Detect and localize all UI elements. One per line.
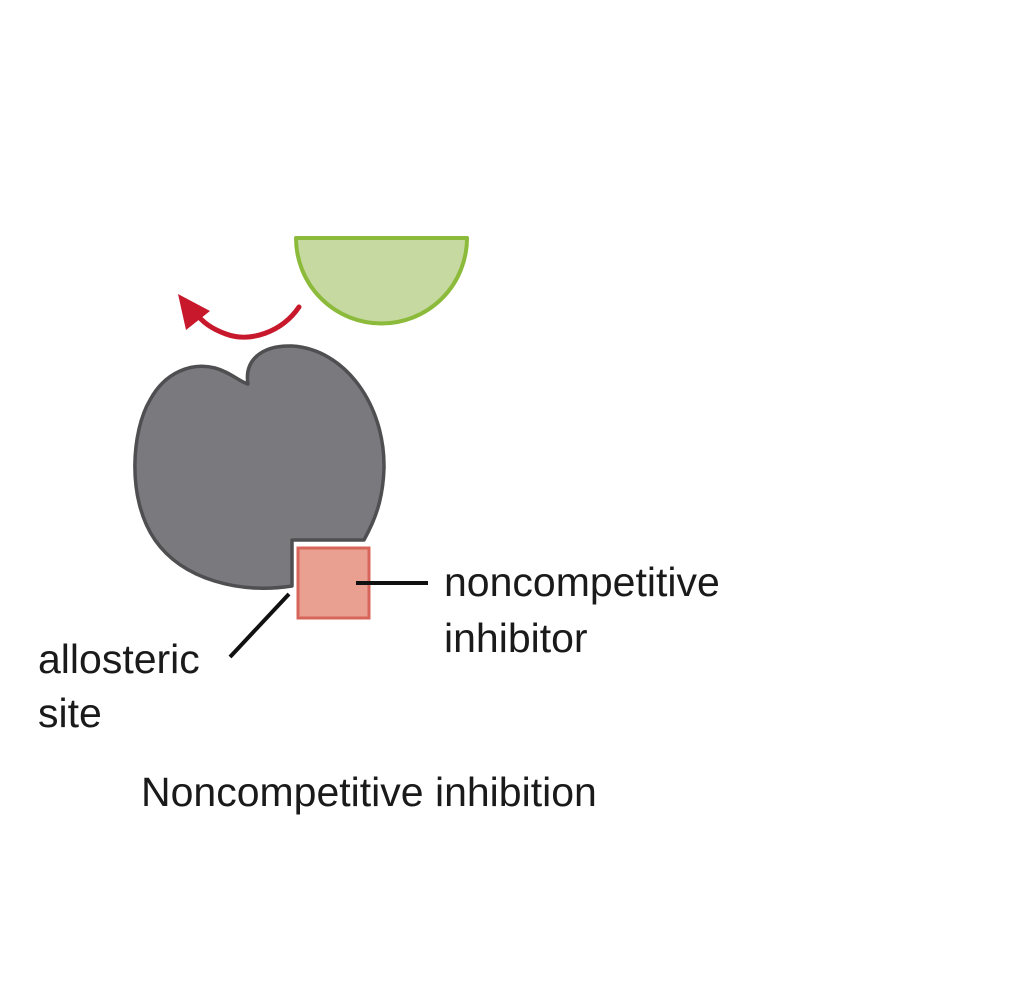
substrate-half-disc-icon bbox=[294, 236, 469, 326]
allosteric-site-label-line2: site bbox=[38, 690, 102, 736]
diagram-caption: Noncompetitive inhibition bbox=[141, 769, 597, 815]
curved-arrow-icon bbox=[178, 294, 302, 340]
inhibitor-label-line1: noncompetitive bbox=[444, 559, 720, 605]
inhibitor-label-line2: inhibitor bbox=[444, 615, 588, 661]
allosteric-site-label-line1: allosteric bbox=[38, 636, 200, 682]
enzyme-shape-icon bbox=[133, 344, 386, 590]
allosteric-site-leader-line bbox=[228, 592, 291, 659]
